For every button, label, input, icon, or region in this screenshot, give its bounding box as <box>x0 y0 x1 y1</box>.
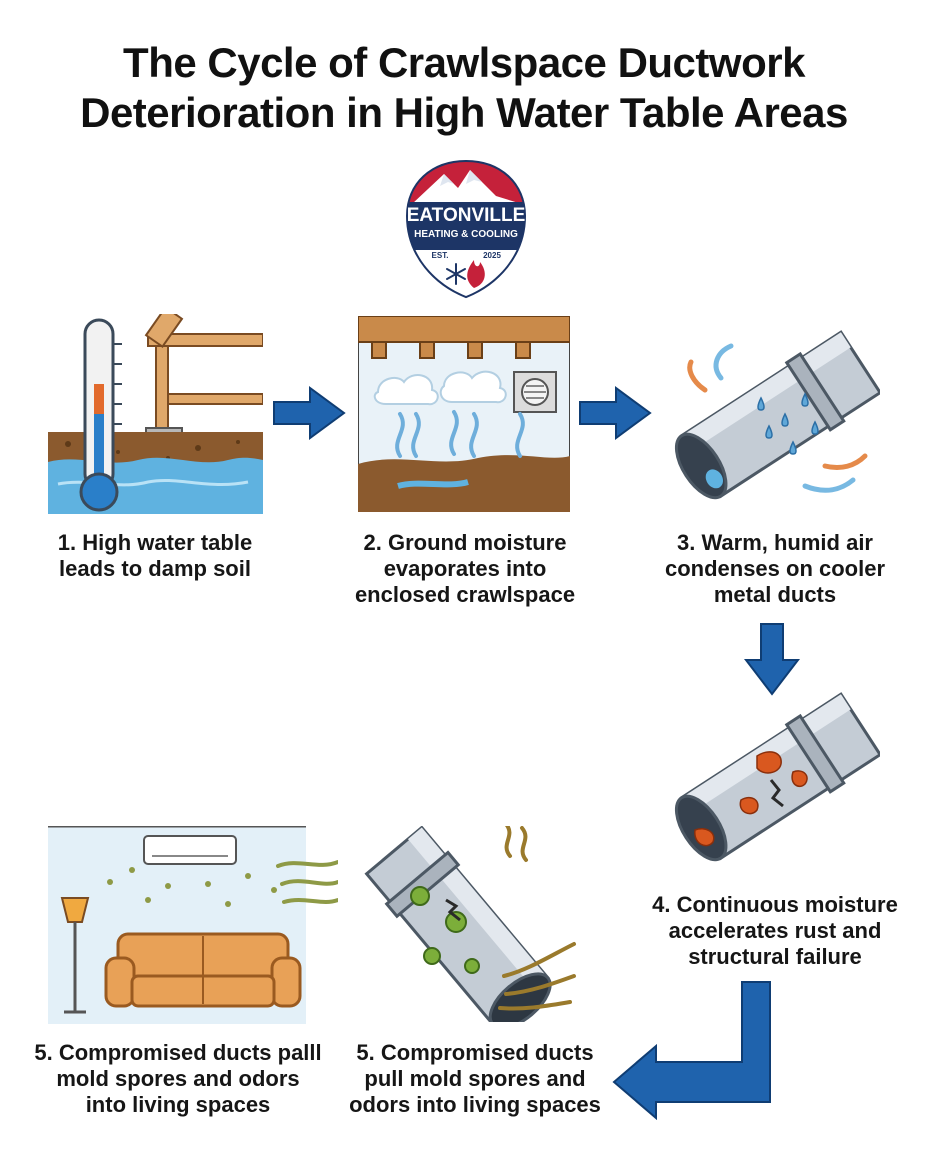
condensing-duct-icon <box>674 330 880 500</box>
page-title: The Cycle of Crawlspace Ductwork Deterio… <box>0 38 928 138</box>
step-1-caption: 1. High water table leads to damp soil <box>57 530 253 581</box>
title-line-1: The Cycle of Crawlspace Ductwork <box>123 39 805 86</box>
flame-icon <box>467 260 485 288</box>
logo-badge-icon: EATONVILLE HEATING & COOLING EST. 2025 <box>405 159 527 299</box>
logo-tagline: HEATING & COOLING <box>414 229 518 240</box>
arrow-down-icon <box>744 623 800 696</box>
step-5b-caption: 5. Compromised ducts palll mold spores a… <box>34 1040 322 1117</box>
step-2-caption: 2. Ground moisture evaporates into enclo… <box>354 530 576 607</box>
living-room-icon <box>48 826 338 1024</box>
step-5-caption: 5. Compromised ducts pull mold spores an… <box>349 1040 601 1117</box>
arrow-return-left-icon <box>612 981 771 1120</box>
mountain-icon <box>412 170 522 204</box>
snowflake-icon <box>446 263 466 285</box>
moldy-duct-icon <box>364 826 576 1022</box>
logo-name: EATONVILLE <box>407 205 526 226</box>
rusted-duct-icon <box>674 692 880 862</box>
arrow-right-icon <box>273 386 346 440</box>
step-4-caption: 4. Continuous moisture accelerates rust … <box>652 892 898 969</box>
step-3-caption: 3. Warm, humid air condenses on cooler m… <box>664 530 886 607</box>
arrow-right-icon <box>579 386 652 440</box>
company-logo: EATONVILLE HEATING & COOLING EST. 2025 <box>404 158 528 300</box>
logo-year: 2025 <box>483 251 501 260</box>
crawlspace-vapor-icon <box>358 316 570 512</box>
logo-est-label: EST. <box>432 251 449 260</box>
thermometer-soil-icon <box>48 314 263 514</box>
title-line-2: Deterioration in High Water Table Areas <box>80 89 848 136</box>
logo-band <box>408 202 524 250</box>
